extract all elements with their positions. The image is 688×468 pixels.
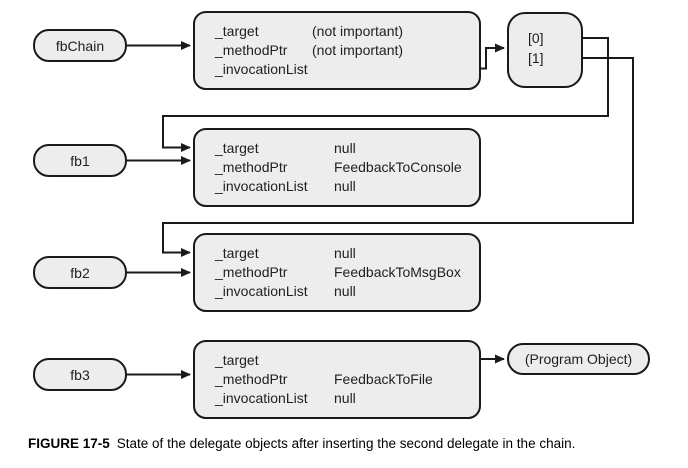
field-row: _invocationList null [215, 389, 479, 408]
field-value: FeedbackToConsole [334, 159, 462, 175]
field-value: FeedbackToMsgBox [334, 264, 461, 280]
array-item-1: [1] [528, 50, 544, 66]
field-value: null [334, 283, 356, 299]
variable-label: fb2 [70, 264, 90, 281]
figure-caption-label: FIGURE 17-5 [28, 436, 110, 451]
program-object-pill: (Program Object) [507, 343, 650, 375]
field-row: _methodPtr FeedbackToConsole [215, 158, 479, 177]
field-value: (not important) [312, 23, 404, 39]
delegate-record-fbchain: _target (not important) _methodPtr (not … [193, 11, 481, 90]
field-row: _invocationList null [215, 177, 479, 196]
field-row: _methodPtr FeedbackToFile [215, 370, 479, 389]
field-row: _invocationList null [215, 282, 479, 301]
field-label: _target [215, 245, 259, 261]
field-row: _target (not important) [215, 22, 479, 41]
field-label: _invocationList [215, 283, 308, 299]
field-label: _target [215, 140, 259, 156]
variable-label: fb1 [70, 152, 90, 169]
field-label: _invocationList [215, 178, 308, 194]
field-label: _methodPtr [215, 42, 288, 58]
figure-caption: FIGURE 17-5 State of the delegate objects… [28, 436, 575, 451]
field-label: _invocationList [215, 61, 308, 77]
field-value: FeedbackToFile [334, 371, 433, 387]
invocation-array-box: [0] [1] [507, 12, 583, 88]
field-label: _methodPtr [215, 159, 288, 175]
field-value: (not important) [312, 42, 404, 58]
figure-caption-text: State of the delegate objects after inse… [116, 436, 576, 451]
field-row: _target null [215, 139, 479, 158]
variable-pill-fb3: fb3 [33, 358, 127, 391]
field-value: null [334, 390, 356, 406]
program-object-label: (Program Object) [524, 351, 633, 367]
field-row: _methodPtr (not important) [215, 41, 479, 60]
field-label: _invocationList [215, 390, 308, 406]
variable-label: fb3 [70, 366, 90, 383]
field-label: _methodPtr [215, 371, 288, 387]
field-row: _target [215, 351, 479, 370]
variable-pill-fb2: fb2 [33, 256, 127, 289]
variable-label: fbChain [55, 37, 105, 54]
field-value: null [334, 140, 356, 156]
field-value: null [334, 178, 356, 194]
delegate-record-fb3: _target _methodPtr FeedbackToFile _invoc… [193, 340, 481, 419]
field-label: _target [215, 352, 259, 368]
delegate-record-fb1: _target null _methodPtr FeedbackToConsol… [193, 128, 481, 207]
field-value: null [334, 245, 356, 261]
delegate-record-fb2: _target null _methodPtr FeedbackToMsgBox… [193, 233, 481, 312]
variable-pill-fb1: fb1 [33, 144, 127, 177]
field-row: _methodPtr FeedbackToMsgBox [215, 263, 479, 282]
array-item-0: [0] [528, 30, 544, 46]
field-row: _invocationList [215, 60, 479, 79]
field-label: _target [215, 23, 259, 39]
field-label: _methodPtr [215, 264, 288, 280]
field-row: _target null [215, 244, 479, 263]
variable-pill-fbchain: fbChain [33, 29, 127, 62]
